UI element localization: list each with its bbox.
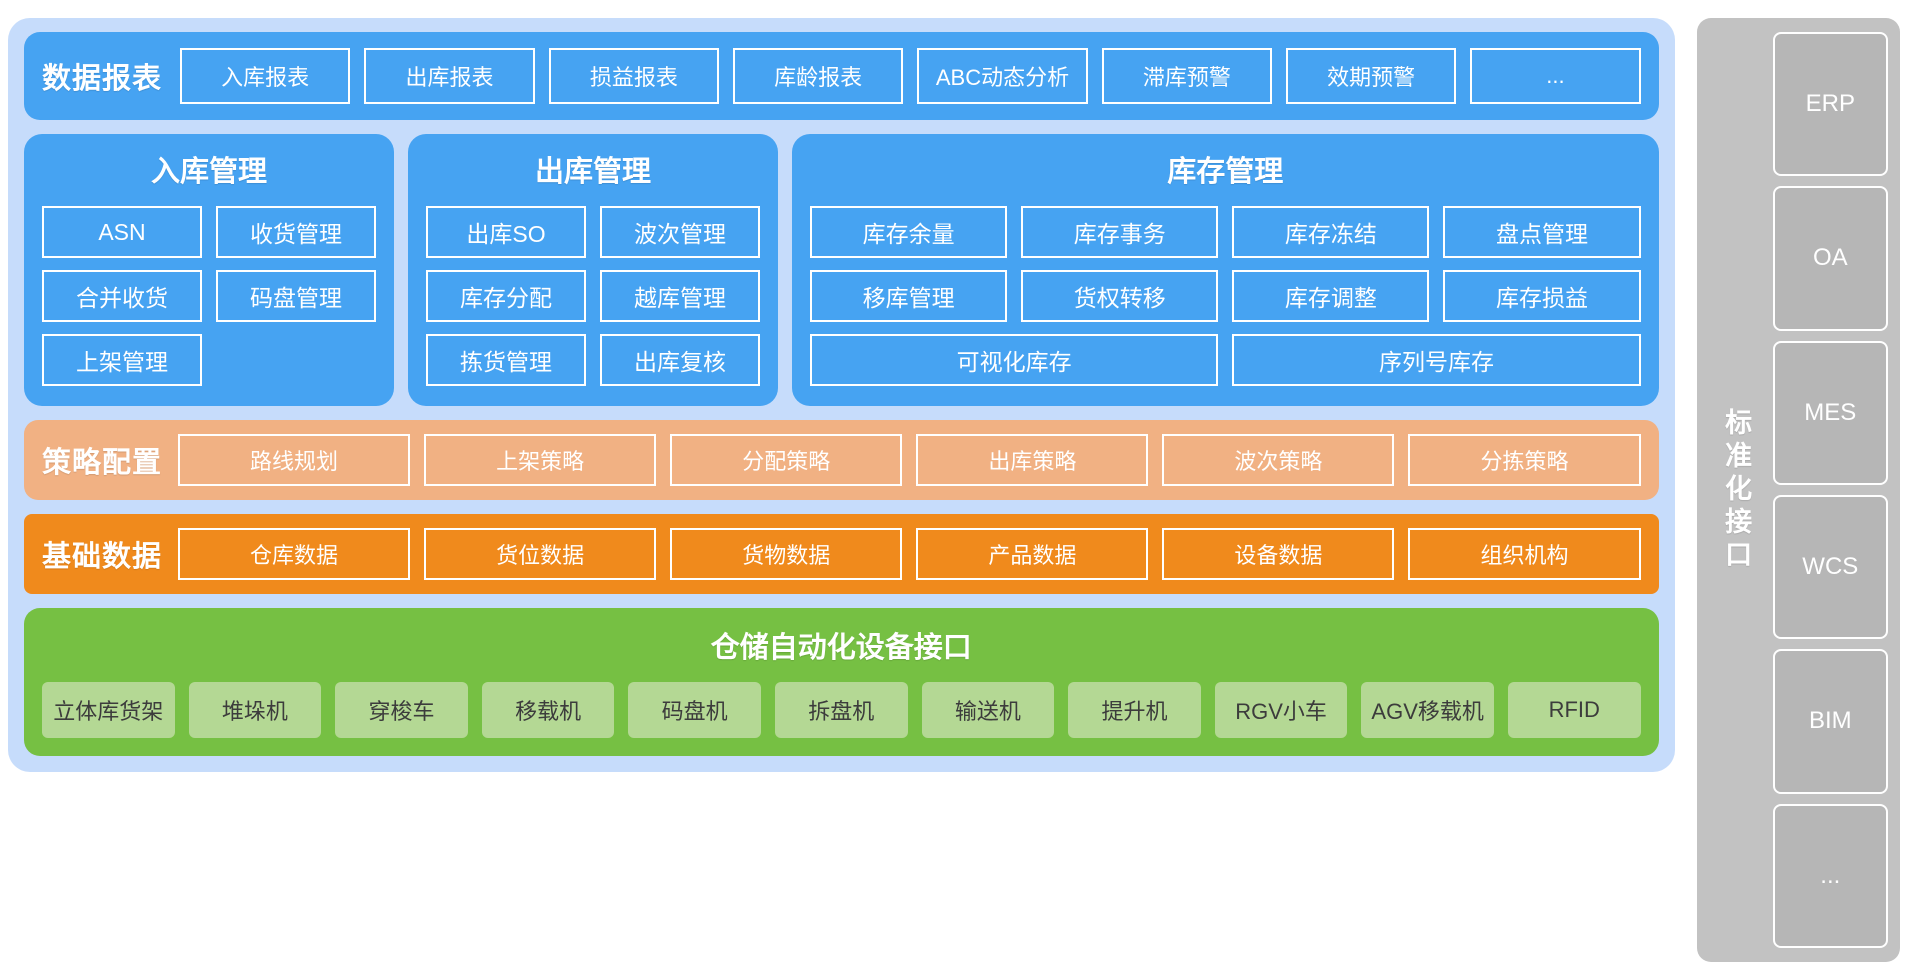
stock-cell-visual-inventory[interactable]: 可视化库存 <box>810 334 1219 386</box>
module-grid-outbound: 出库SO 波次管理 库存分配 越库管理 拣货管理 出库复核 <box>426 206 760 386</box>
report-chip-inbound[interactable]: 入库报表 <box>180 48 351 104</box>
automation-chip-asrs-rack[interactable]: 立体库货架 <box>42 682 175 738</box>
data-report-title: 数据报表 <box>42 63 163 95</box>
stock-cell-adjustment[interactable]: 库存调整 <box>1232 270 1430 322</box>
report-chip-stock-age[interactable]: 库龄报表 <box>733 48 904 104</box>
strategy-chip-putaway[interactable]: 上架策略 <box>424 434 657 486</box>
automation-chip-conveyor[interactable]: 输送机 <box>921 682 1055 738</box>
basedata-title: 基础数据 <box>42 541 163 573</box>
outbound-cell-so[interactable]: 出库SO <box>426 206 586 258</box>
outbound-cell-recheck[interactable]: 出库复核 <box>600 334 760 386</box>
module-title-inbound: 入库管理 <box>150 156 267 188</box>
standard-interface-panel: 标准化接口 ERP OA MES WCS BIM ... <box>1696 18 1900 962</box>
inbound-cell-putaway[interactable]: 上架管理 <box>42 334 202 386</box>
report-chip-profit-loss[interactable]: 损益报表 <box>548 48 719 104</box>
wms-architecture-shell: 数据报表 入库报表 出库报表 损益报表 库龄报表 ABC动态分析 滞库预警 效期… <box>8 18 1675 772</box>
interface-box-erp[interactable]: ERP <box>1772 32 1888 177</box>
module-grid-inbound: ASN 收货管理 合并收货 码盘管理 上架管理 <box>42 206 376 386</box>
strategy-chip-sorting[interactable]: 分拣策略 <box>1408 434 1641 486</box>
automation-chip-lifter[interactable]: 提升机 <box>1068 682 1201 738</box>
basedata-chip-location[interactable]: 货位数据 <box>424 528 657 580</box>
outbound-cell-picking[interactable]: 拣货管理 <box>426 334 586 386</box>
strategy-band: 策略配置 路线规划 上架策略 分配策略 出库策略 波次策略 分拣策略 <box>24 420 1659 500</box>
automation-chip-rgv[interactable]: RGV小车 <box>1214 682 1348 738</box>
inbound-cell-merge-receiving[interactable]: 合并收货 <box>42 270 202 322</box>
automation-chip-depalletizer[interactable]: 拆盘机 <box>774 682 908 738</box>
interface-system-list: ERP OA MES WCS BIM ... <box>1772 32 1888 948</box>
stock-cell-move[interactable]: 移库管理 <box>810 270 1008 322</box>
basedata-chip-goods[interactable]: 货物数据 <box>670 528 903 580</box>
module-grid-stock: 库存余量 库存事务 库存冻结 盘点管理 移库管理 货权转移 库存调整 库存损益 … <box>810 206 1641 386</box>
basedata-band: 基础数据 仓库数据 货位数据 货物数据 产品数据 设备数据 组织机构 <box>24 514 1659 594</box>
strategy-chip-wave[interactable]: 波次策略 <box>1162 434 1395 486</box>
automation-chip-palletizer[interactable]: 码盘机 <box>628 682 761 738</box>
automation-chip-agv[interactable]: AGV移载机 <box>1361 682 1494 738</box>
automation-chip-stacker-crane[interactable]: 堆垛机 <box>188 682 322 738</box>
interface-box-wcs[interactable]: WCS <box>1772 494 1888 640</box>
module-title-outbound: 出库管理 <box>534 156 651 188</box>
stock-cell-ownership-transfer[interactable]: 货权转移 <box>1021 270 1219 322</box>
inbound-cell-palletizing[interactable]: 码盘管理 <box>216 270 376 322</box>
automation-chip-shuttle[interactable]: 穿梭车 <box>335 682 468 738</box>
module-card-outbound: 出库管理 出库SO 波次管理 库存分配 越库管理 拣货管理 出库复核 <box>408 134 778 406</box>
outbound-cell-allocation[interactable]: 库存分配 <box>426 270 586 322</box>
stock-cell-transaction[interactable]: 库存事务 <box>1021 206 1219 258</box>
report-chip-more[interactable]: ... <box>1470 48 1641 104</box>
module-card-inbound: 入库管理 ASN 收货管理 合并收货 码盘管理 上架管理 <box>24 134 394 406</box>
stock-cell-counting[interactable]: 盘点管理 <box>1443 206 1641 258</box>
automation-chip-rfid[interactable]: RFID <box>1507 682 1641 738</box>
report-chip-slow-moving-alert[interactable]: 滞库预警 <box>1101 48 1272 104</box>
automation-chip-transfer-machine[interactable]: 移载机 <box>481 682 615 738</box>
automation-title: 仓储自动化设备接口 <box>710 632 972 664</box>
data-report-chip-list: 入库报表 出库报表 损益报表 库龄报表 ABC动态分析 滞库预警 效期预警 ..… <box>180 48 1641 104</box>
report-chip-outbound[interactable]: 出库报表 <box>364 48 535 104</box>
basedata-chip-product[interactable]: 产品数据 <box>916 528 1149 580</box>
modules-row: 入库管理 ASN 收货管理 合并收货 码盘管理 上架管理 出库管理 出库SO 波… <box>24 134 1659 406</box>
basedata-chip-warehouse[interactable]: 仓库数据 <box>178 528 411 580</box>
strategy-chip-list: 路线规划 上架策略 分配策略 出库策略 波次策略 分拣策略 <box>178 434 1641 486</box>
stock-cell-balance[interactable]: 库存余量 <box>810 206 1008 258</box>
automation-band: 仓储自动化设备接口 立体库货架 堆垛机 穿梭车 移载机 码盘机 拆盘机 输送机 … <box>24 608 1659 756</box>
data-report-band: 数据报表 入库报表 出库报表 损益报表 库龄报表 ABC动态分析 滞库预警 效期… <box>24 32 1659 120</box>
strategy-title: 策略配置 <box>42 447 163 479</box>
stock-cell-profit-loss[interactable]: 库存损益 <box>1443 270 1641 322</box>
report-chip-abc-analysis[interactable]: ABC动态分析 <box>917 48 1088 104</box>
interface-box-more[interactable]: ... <box>1772 803 1888 948</box>
basedata-chip-list: 仓库数据 货位数据 货物数据 产品数据 设备数据 组织机构 <box>178 528 1641 580</box>
inbound-cell-receiving[interactable]: 收货管理 <box>216 206 376 258</box>
report-chip-expiry-alert[interactable]: 效期预警 <box>1285 48 1457 104</box>
outbound-cell-crossdock[interactable]: 越库管理 <box>600 270 760 322</box>
outbound-cell-wave[interactable]: 波次管理 <box>600 206 760 258</box>
standard-interface-label: 标准化接口 <box>1721 407 1752 573</box>
inbound-cell-asn[interactable]: ASN <box>42 206 202 258</box>
stock-cell-freeze[interactable]: 库存冻结 <box>1232 206 1430 258</box>
interface-box-bim[interactable]: BIM <box>1772 649 1888 794</box>
basedata-chip-equipment[interactable]: 设备数据 <box>1162 528 1395 580</box>
basedata-chip-organization[interactable]: 组织机构 <box>1408 528 1641 580</box>
strategy-chip-allocation[interactable]: 分配策略 <box>670 434 903 486</box>
module-card-stock: 库存管理 库存余量 库存事务 库存冻结 盘点管理 移库管理 货权转移 库存调整 … <box>792 134 1659 406</box>
stock-cell-serial-inventory[interactable]: 序列号库存 <box>1232 334 1641 386</box>
inbound-cell-empty <box>216 334 376 386</box>
interface-box-mes[interactable]: MES <box>1772 340 1888 485</box>
module-title-stock: 库存管理 <box>1167 156 1284 188</box>
interface-box-oa[interactable]: OA <box>1772 186 1888 331</box>
strategy-chip-route-planning[interactable]: 路线规划 <box>178 434 411 486</box>
automation-chip-list: 立体库货架 堆垛机 穿梭车 移载机 码盘机 拆盘机 输送机 提升机 RGV小车 … <box>42 682 1641 738</box>
strategy-chip-outbound[interactable]: 出库策略 <box>916 434 1149 486</box>
